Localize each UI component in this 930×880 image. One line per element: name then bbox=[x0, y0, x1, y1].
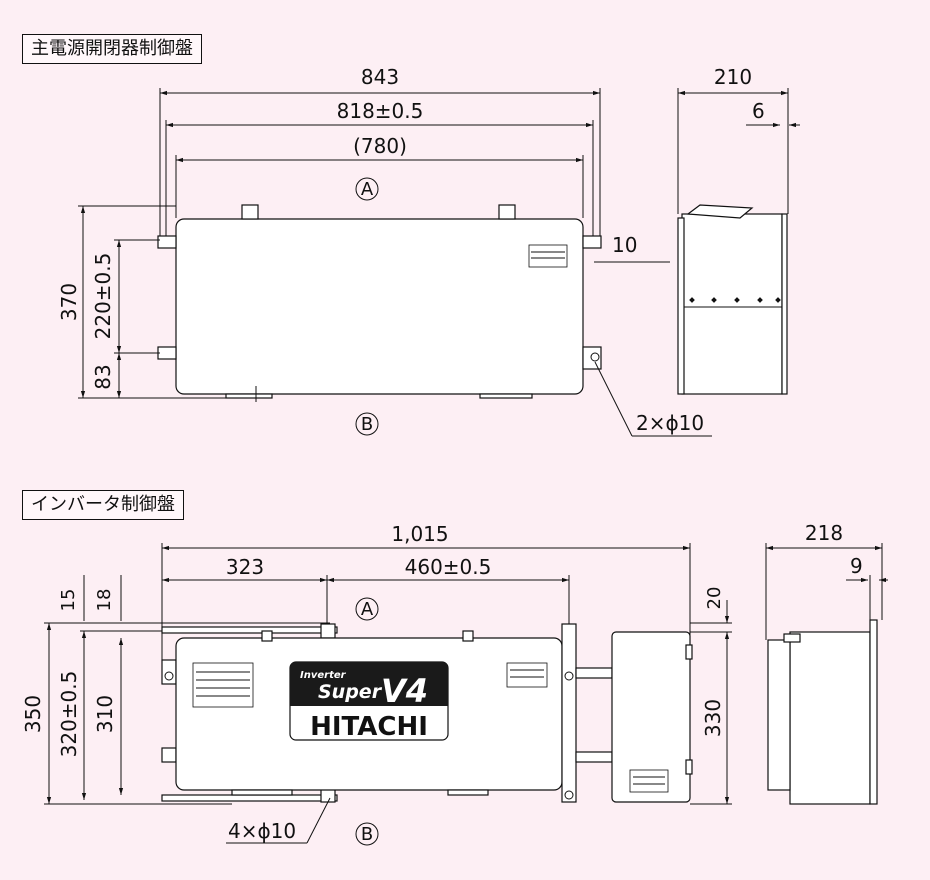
dim-780: (780) bbox=[353, 134, 407, 158]
view-a-marker-2: A bbox=[361, 599, 374, 620]
dim-6: 6 bbox=[752, 99, 765, 123]
dim-210: 210 bbox=[714, 65, 752, 89]
inverter-panel-side-view: 218 9 bbox=[765, 521, 888, 805]
logo-hitachi-text: HITACHI bbox=[310, 712, 428, 742]
main-panel-front-view: 843 818±0.5 (780) A bbox=[57, 65, 712, 437]
main-panel-side-view: 210 6 bbox=[677, 65, 800, 395]
hole-note-4x10: 4×ϕ10 bbox=[228, 819, 296, 843]
dim-310: 310 bbox=[93, 695, 117, 733]
logo-super-text: Super bbox=[318, 681, 383, 703]
inverter-panel-title: インバータ制御盤 bbox=[22, 490, 184, 520]
dim-218: 218 bbox=[805, 521, 843, 545]
dim-320: 320±0.5 bbox=[57, 671, 81, 758]
view-b-marker: B bbox=[361, 414, 373, 435]
main-panel-title: 主電源開閉器制御盤 bbox=[22, 34, 202, 64]
logo-inverter-text: Inverter bbox=[300, 670, 347, 681]
dim-818: 818±0.5 bbox=[337, 99, 424, 123]
dim-370: 370 bbox=[57, 283, 81, 321]
dim-10: 10 bbox=[612, 233, 637, 257]
dim-330: 330 bbox=[701, 699, 725, 737]
dim-843: 843 bbox=[361, 65, 399, 89]
dim-1015: 1,015 bbox=[391, 522, 448, 546]
view-a-marker: A bbox=[361, 179, 374, 200]
logo-v4-text: V4 bbox=[381, 672, 428, 710]
dim-20: 20 bbox=[704, 587, 725, 610]
dim-350: 350 bbox=[21, 695, 45, 733]
dim-220: 220±0.5 bbox=[91, 253, 115, 340]
dim-323: 323 bbox=[226, 555, 264, 579]
hole-note-2x10: 2×ϕ10 bbox=[636, 411, 704, 435]
dim-18: 18 bbox=[94, 589, 115, 612]
view-b-marker-2: B bbox=[361, 824, 373, 845]
dim-83: 83 bbox=[91, 364, 115, 389]
dim-460: 460±0.5 bbox=[405, 555, 492, 579]
dim-15: 15 bbox=[58, 589, 79, 612]
inverter-panel-front-view: 1,015 323 460±0.5 A 15 18 350 320±0.5 31… bbox=[21, 522, 732, 846]
dim-9: 9 bbox=[850, 554, 863, 578]
